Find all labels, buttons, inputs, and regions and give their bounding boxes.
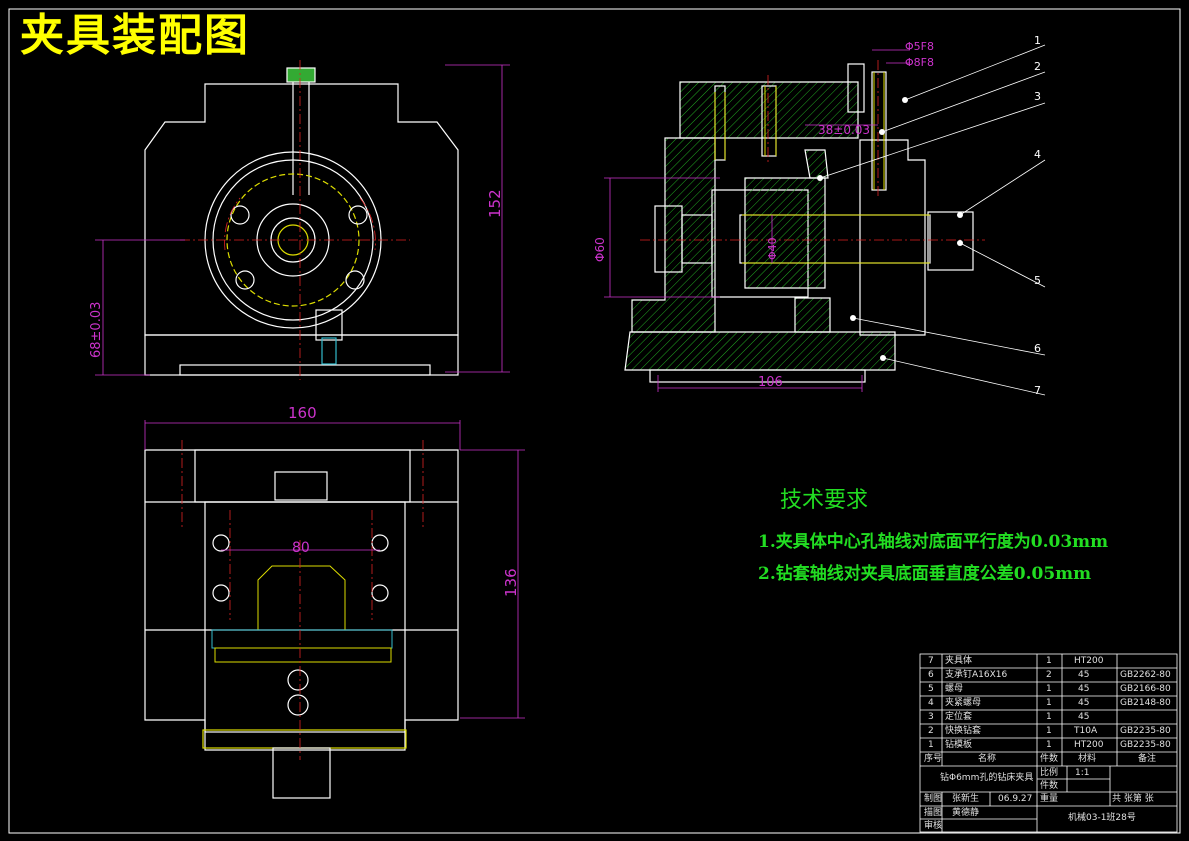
weight-label: 重量 xyxy=(1040,794,1059,804)
parts-header-name: 名称 xyxy=(978,754,997,764)
side-view-leaders xyxy=(819,44,1046,396)
title-block-grid xyxy=(919,653,1178,833)
check-label: 审核 xyxy=(924,821,943,831)
design-name: 黄德静 xyxy=(952,808,980,818)
part-name: 支承钉A16X16 xyxy=(945,670,1008,680)
dim-side-bore: Φ60 xyxy=(593,237,607,262)
part-no: 1 xyxy=(928,740,934,750)
front-view xyxy=(144,67,459,376)
part-no: 3 xyxy=(928,712,934,722)
part-qty: 1 xyxy=(1046,656,1052,666)
scale-value: 1:1 xyxy=(1075,768,1090,778)
part-name: 夹具体 xyxy=(945,656,973,666)
dim-side-base: 106 xyxy=(758,375,783,390)
top-view-centerlines xyxy=(181,440,424,760)
drawing-name: 钻Φ6mm孔的钻床夹具 xyxy=(940,773,1034,783)
sheet-note: 共 张第 张 xyxy=(1112,794,1154,804)
part-qty: 2 xyxy=(1046,670,1052,680)
part-name: 快换钻套 xyxy=(945,726,982,736)
part-qty: 1 xyxy=(1046,740,1052,750)
part-no: 2 xyxy=(928,726,934,736)
callout-4: 4 xyxy=(1034,148,1041,161)
dim-drill-fit-large: Φ8F8 xyxy=(905,56,934,69)
drawing-title: 夹具装配图 xyxy=(20,10,250,61)
part-name: 钻模板 xyxy=(945,740,973,750)
part-qty: 1 xyxy=(1046,684,1052,694)
callout-6: 6 xyxy=(1034,342,1041,355)
part-material: HT200 xyxy=(1074,740,1104,750)
side-view-centerlines xyxy=(640,60,985,241)
part-material: 45 xyxy=(1078,670,1090,680)
part-material: 45 xyxy=(1078,712,1090,722)
part-standard: GB2235-80 xyxy=(1120,740,1171,750)
top-view xyxy=(144,449,459,799)
part-qty: 1 xyxy=(1046,698,1052,708)
parts-header-qty: 件数 xyxy=(1040,754,1059,764)
part-standard: GB2262-80 xyxy=(1120,670,1171,680)
parts-header-standard: 备注 xyxy=(1138,754,1157,764)
tech-requirement-2: 2.钻套轴线对夹具底面垂直度公差0.05mm xyxy=(758,564,1092,584)
callout-3: 3 xyxy=(1034,90,1041,103)
side-view-dims xyxy=(604,49,910,392)
callout-2: 2 xyxy=(1034,60,1041,73)
side-view xyxy=(624,63,974,383)
front-view-dims xyxy=(95,64,510,376)
part-standard: GB2148-80 xyxy=(1120,698,1171,708)
drawn-name: 张新生 xyxy=(952,794,980,804)
tech-requirements-heading: 技术要求 xyxy=(780,488,869,513)
dim-side-drill: 38±0.03 xyxy=(818,123,870,137)
part-material: T10A xyxy=(1074,726,1098,736)
dim-front-center: 68±0.03 xyxy=(89,302,104,358)
part-name: 定位套 xyxy=(945,712,973,722)
drawn-date: 06.9.27 xyxy=(998,794,1033,804)
part-standard: GB2166-80 xyxy=(1120,684,1171,694)
drawn-label: 制图 xyxy=(924,794,943,804)
part-no: 7 xyxy=(928,656,934,666)
part-qty: 1 xyxy=(1046,726,1052,736)
tech-requirement-1: 1.夹具体中心孔轴线对底面平行度为0.03mm xyxy=(758,532,1109,552)
dim-top-hole-spacing: 80 xyxy=(292,540,310,556)
callout-7: 7 xyxy=(1034,384,1041,397)
dim-side-pin: Φ40 xyxy=(766,237,779,260)
parts-count-label: 件数 xyxy=(1040,781,1059,791)
side-view-dots xyxy=(817,97,963,361)
part-name: 夹紧螺母 xyxy=(945,698,982,708)
parts-header-no: 序号 xyxy=(924,754,943,764)
dim-top-depth: 136 xyxy=(502,568,520,597)
callout-1: 1 xyxy=(1034,34,1041,47)
callout-5: 5 xyxy=(1034,274,1041,287)
part-material: 45 xyxy=(1078,684,1090,694)
part-qty: 1 xyxy=(1046,712,1052,722)
dim-front-height: 152 xyxy=(486,189,504,218)
dim-drill-fit-small: Φ5F8 xyxy=(905,40,934,53)
part-no: 4 xyxy=(928,698,934,708)
design-label: 描图 xyxy=(924,808,943,818)
part-no: 6 xyxy=(928,670,934,680)
part-material: 45 xyxy=(1078,698,1090,708)
part-no: 5 xyxy=(928,684,934,694)
dim-top-width: 160 xyxy=(288,404,317,422)
part-standard: GB2235-80 xyxy=(1120,726,1171,736)
part-material: HT200 xyxy=(1074,656,1104,666)
top-view-dims xyxy=(144,420,525,719)
school-class: 机械03-1班28号 xyxy=(1068,813,1136,823)
drawing-border xyxy=(8,8,1181,834)
side-view-yellow xyxy=(714,72,930,264)
top-view-hidden xyxy=(211,565,393,663)
scale-label: 比例 xyxy=(1040,768,1059,778)
parts-header-material: 材料 xyxy=(1078,754,1097,764)
front-view-centerlines xyxy=(180,60,410,380)
part-name: 螺母 xyxy=(945,684,964,694)
